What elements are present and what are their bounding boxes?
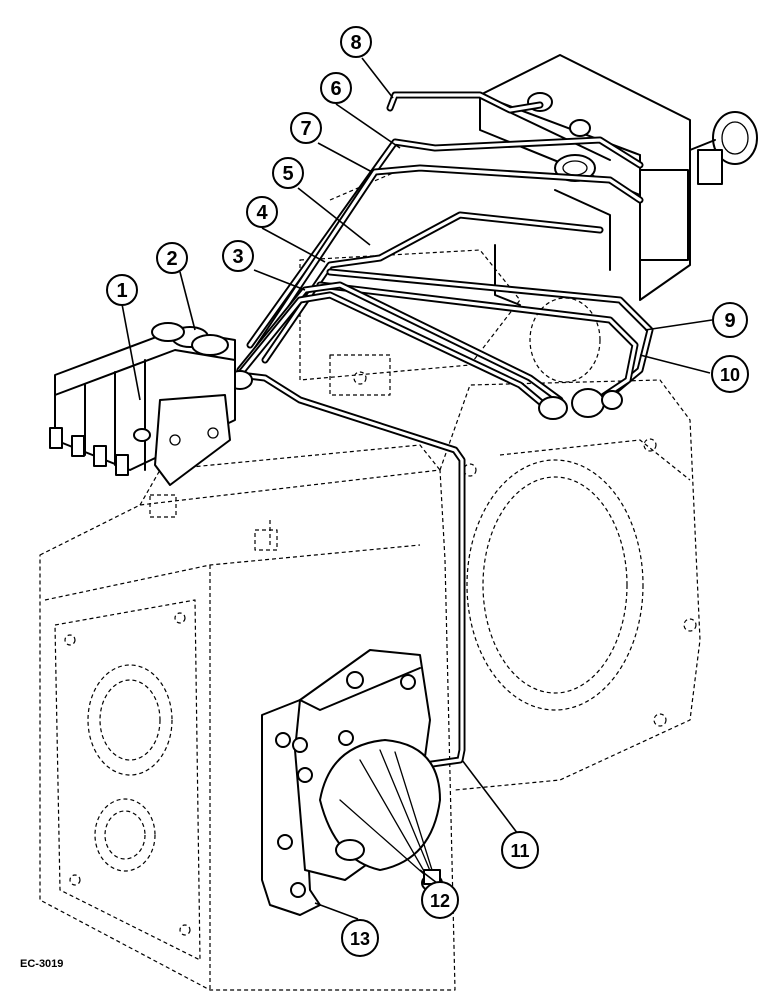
- hydraulic-pipes: [136, 91, 654, 769]
- callout-label: 8: [350, 32, 361, 54]
- callout-label: 13: [350, 929, 370, 949]
- callout-1: 1: [106, 274, 138, 306]
- control-valve-block: [49, 322, 236, 486]
- callout-12: 12: [421, 881, 459, 919]
- callout-9: 9: [712, 302, 748, 338]
- figure-code: EC-3019: [20, 958, 64, 970]
- callout-2: 2: [156, 242, 188, 274]
- callout-7: 7: [290, 112, 322, 144]
- callout-label: 2: [166, 248, 177, 270]
- callout-label: 10: [720, 365, 740, 385]
- callout-11: 11: [501, 831, 539, 869]
- callout-5: 5: [272, 157, 304, 189]
- callout-label: 7: [300, 118, 311, 140]
- callout-3: 3: [222, 240, 254, 272]
- lift-cover-bracket: [479, 54, 758, 306]
- callout-label: 5: [282, 163, 293, 185]
- callout-label: 12: [430, 891, 450, 911]
- leader-lines: [121, 57, 713, 920]
- callout-label: 3: [232, 246, 243, 268]
- hydraulic-pump: [261, 649, 443, 916]
- callout-label: 6: [330, 78, 341, 100]
- callout-10: 10: [711, 355, 749, 393]
- callout-6: 6: [320, 72, 352, 104]
- callout-label: 1: [116, 280, 127, 302]
- callout-label: 9: [724, 310, 735, 332]
- callout-8: 8: [340, 26, 372, 58]
- callout-13: 13: [341, 919, 379, 957]
- callout-label: 4: [256, 202, 268, 224]
- callout-label: 11: [510, 841, 529, 861]
- callout-4: 4: [246, 196, 278, 228]
